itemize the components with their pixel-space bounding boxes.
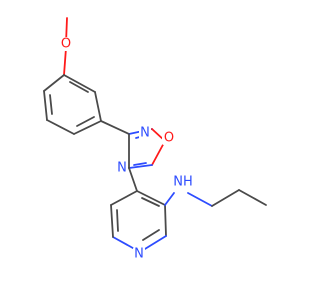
pyridine-bond-5 bbox=[110, 204, 114, 238]
amine-nh-bg bbox=[171, 174, 195, 190]
benzene-bond-6 bbox=[43, 74, 65, 92]
methoxy-o-ring-bond bbox=[63, 47, 67, 76]
benzene-inner-bond-3 bbox=[49, 94, 53, 115]
atom-labels: O N O N NH N bbox=[61, 37, 193, 262]
oxadiazole-o1-label: O bbox=[164, 131, 174, 146]
pyridine-inner-bond-2 bbox=[142, 229, 160, 241]
oxadiazole-o1-bg bbox=[162, 131, 176, 145]
benzene-bond-5 bbox=[43, 90, 48, 121]
benzene-bond-3 bbox=[73, 120, 102, 135]
pyridine-inner-bond-1 bbox=[141, 197, 160, 207]
propyl-bond-1 bbox=[211, 189, 240, 207]
amine-nh-label: NH bbox=[173, 175, 193, 190]
methoxy-o-bg bbox=[59, 37, 73, 51]
oxadiazole-n1-bg bbox=[139, 126, 151, 140]
benzene-bond-2 bbox=[94, 91, 102, 122]
amine-propyl-bond bbox=[187, 192, 213, 207]
oxadiazole-pyridine-bond bbox=[128, 167, 138, 192]
benzene-ring bbox=[43, 74, 102, 135]
atom-label-backgrounds bbox=[59, 37, 195, 261]
benzene-inner-bond-2 bbox=[76, 116, 95, 127]
benzene-bond-4 bbox=[46, 119, 75, 135]
oxadiazole-n1-label: N bbox=[140, 126, 150, 141]
pyridine-n-bg bbox=[133, 247, 145, 261]
methoxy-o-label: O bbox=[61, 37, 71, 52]
pyridine-amine-bond bbox=[164, 192, 175, 206]
oxadiazole-n2-label: N bbox=[117, 161, 127, 176]
benzene-inner-bond-1 bbox=[69, 81, 89, 93]
benzene-bond-1 bbox=[63, 74, 96, 93]
oxadiazole-inner-bond-2 bbox=[133, 162, 147, 166]
oxadiazole-bond-3 bbox=[151, 140, 166, 166]
propylamine-group bbox=[164, 189, 267, 207]
oxadiazole-bond-4 bbox=[128, 164, 153, 169]
pyridine-bond-2 bbox=[164, 204, 167, 237]
aryl-oxadiazole-bond bbox=[100, 120, 130, 135]
molecule-structure: O N O N NH N bbox=[43, 17, 267, 262]
pyridine-bond-1 bbox=[136, 190, 166, 206]
molecule-canvas: O N O N NH N bbox=[43, 17, 267, 262]
oxadiazole-n2-bg bbox=[116, 161, 128, 175]
propyl-bond-2 bbox=[238, 189, 267, 206]
pyridine-bond-6 bbox=[110, 190, 138, 206]
pyridine-ring bbox=[110, 190, 167, 253]
pyridine-n-label: N bbox=[134, 247, 144, 262]
pyridine-inner-bond-3 bbox=[116, 209, 119, 232]
